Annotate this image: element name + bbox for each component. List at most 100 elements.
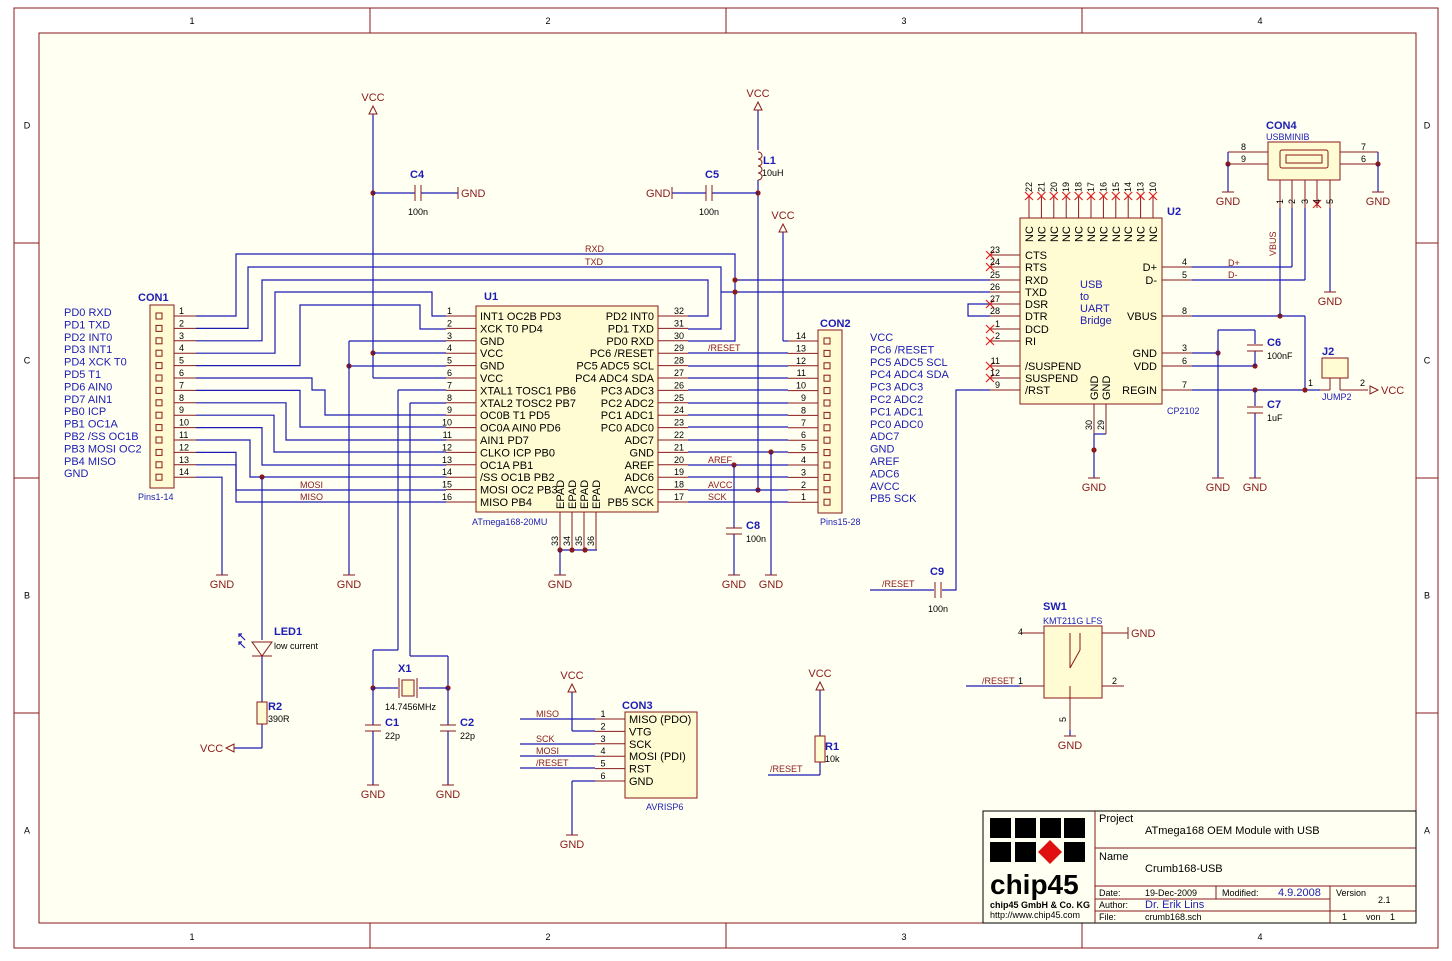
con1-pin-pad <box>155 461 163 469</box>
con2-pin-number: 10 <box>796 381 806 391</box>
u1-pin-number: 23 <box>674 418 684 428</box>
u1-pin-name: AREF <box>625 460 655 472</box>
con3-pin-number: 6 <box>600 771 605 781</box>
u1-pin-number: 9 <box>447 405 452 415</box>
l1-ref: L1 <box>763 155 776 167</box>
capacitor-ref: C1 <box>385 717 399 729</box>
logo-square <box>1040 818 1061 838</box>
grid-row-label: A <box>24 826 30 836</box>
con4-pin-number: 1 <box>1275 199 1285 204</box>
con3-ref: CON3 <box>622 700 653 712</box>
modified-label: Modified: <box>1222 888 1259 898</box>
vcc-symbol <box>815 680 825 691</box>
resistor-body <box>256 701 268 725</box>
net-label-vbus: VBUS <box>1268 231 1278 256</box>
con1-ref: CON1 <box>138 292 169 304</box>
u2-body <box>1019 217 1163 405</box>
con3-value: AVRISP6 <box>646 802 683 812</box>
file-label: File: <box>1099 912 1116 922</box>
con2-pin-label: PB5 SCK <box>870 493 917 505</box>
u1-pin-name: PC3 ADC3 <box>601 385 654 397</box>
con2-pin-label: VCC <box>870 332 893 344</box>
company-url: http://www.chip45.com <box>990 910 1080 920</box>
con1-pin-label: PD3 INT1 <box>64 344 112 356</box>
capacitor-value: 100n <box>746 534 766 544</box>
net-label-sck: SCK <box>708 492 727 502</box>
u2-pin-number: 18 <box>1074 182 1084 192</box>
u2-pin-number: 8 <box>1182 306 1187 316</box>
u2-pin-name: DCD <box>1025 324 1049 336</box>
u2-pin-number: 15 <box>1111 182 1121 192</box>
ground-label: GND <box>722 579 747 591</box>
date-label: Date: <box>1099 888 1121 898</box>
u1-pin-name: OC0A AIN0 PD6 <box>480 423 561 435</box>
u1-pin-number: 35 <box>574 536 584 546</box>
capacitor-value: 1uF <box>1267 413 1283 423</box>
u2-center-text: to <box>1080 291 1089 303</box>
con2-pin-label: PC5 ADC5 SCL <box>870 357 948 369</box>
sw1-value: KMT211G LFS <box>1043 616 1102 626</box>
con1-pin-pad <box>155 386 163 394</box>
con1-pin-number: 6 <box>179 368 184 378</box>
con4-value: USBMINIB <box>1266 132 1310 142</box>
grid-column-label: 3 <box>901 932 906 942</box>
u1-pin-name: PC2 ADC2 <box>601 398 654 410</box>
ground-label: GND <box>461 188 486 200</box>
u1-pin-number: 24 <box>674 405 684 415</box>
u1-pin-number: 31 <box>674 318 684 328</box>
u1-ref: U1 <box>484 291 498 303</box>
con2-pin-number: 1 <box>801 492 806 502</box>
u1-pin-name: AVCC <box>624 485 654 497</box>
u1-pin-name: CLKO ICP PB0 <box>480 447 555 459</box>
u1-pin-name: XTAL2 TOSC2 PB7 <box>480 398 576 410</box>
u2-pin-name: NC <box>1123 226 1135 242</box>
vcc-label: VCC <box>1381 385 1404 397</box>
u1-pin-number: 25 <box>674 393 684 403</box>
con1-pin-label: PD5 T1 <box>64 369 101 381</box>
u1-pin-number: 1 <box>447 306 452 316</box>
u1-pin-name: ADC6 <box>625 472 654 484</box>
con1-pin-pad <box>155 411 163 419</box>
net-label-reset: /RESET <box>536 758 569 768</box>
j2-value: JUMP2 <box>1322 392 1352 402</box>
wire <box>196 389 446 428</box>
con2-pin-number: 9 <box>801 393 806 403</box>
ground-label: GND <box>560 839 585 851</box>
con1-pin-number: 9 <box>179 405 184 415</box>
u1-pin-number: 11 <box>443 430 452 440</box>
con1-pin-pad <box>155 349 163 357</box>
con2-pin-number: 12 <box>796 356 806 366</box>
con1-pin-pad <box>155 312 163 320</box>
ground-label: GND <box>759 579 784 591</box>
u1-pin-name: PD0 RXD <box>606 336 654 348</box>
u1-pin-name: EPAD <box>555 480 567 509</box>
u1-pin-number: 22 <box>674 430 684 440</box>
u2-pin-name: NC <box>1024 226 1036 242</box>
u2-pin-name: REGIN <box>1122 385 1157 397</box>
u1-pin-name: XTAL1 TOSC1 PB6 <box>480 385 576 397</box>
vcc-label: VCC <box>361 92 384 104</box>
con1-pin-pad <box>155 399 163 407</box>
con1-pin-number: 13 <box>179 455 189 465</box>
page-count: 1 <box>1390 912 1395 922</box>
wire <box>196 439 446 478</box>
vcc-label: VCC <box>808 668 831 680</box>
logo-square <box>990 842 1011 862</box>
no-connect-cross <box>985 324 995 334</box>
no-connect-cross <box>1074 191 1084 201</box>
j2-pin-number: 1 <box>1308 378 1313 388</box>
con2-pin-pad <box>823 374 831 382</box>
grid-column-label: 1 <box>189 16 194 26</box>
u1-pin-number: 28 <box>674 356 684 366</box>
vcc-symbol <box>224 743 235 753</box>
u2-pin-name: TXD <box>1025 287 1047 299</box>
con2-pin-pad <box>823 498 831 506</box>
con4-pin-number: 6 <box>1361 154 1366 164</box>
vcc-symbol <box>368 104 378 115</box>
x1-ref: X1 <box>398 663 411 675</box>
ground-label: GND <box>1366 196 1391 208</box>
u2-pin-name: NC <box>1098 226 1110 242</box>
u2-pin-number: 3 <box>1182 343 1187 353</box>
resistor-body <box>814 735 826 763</box>
